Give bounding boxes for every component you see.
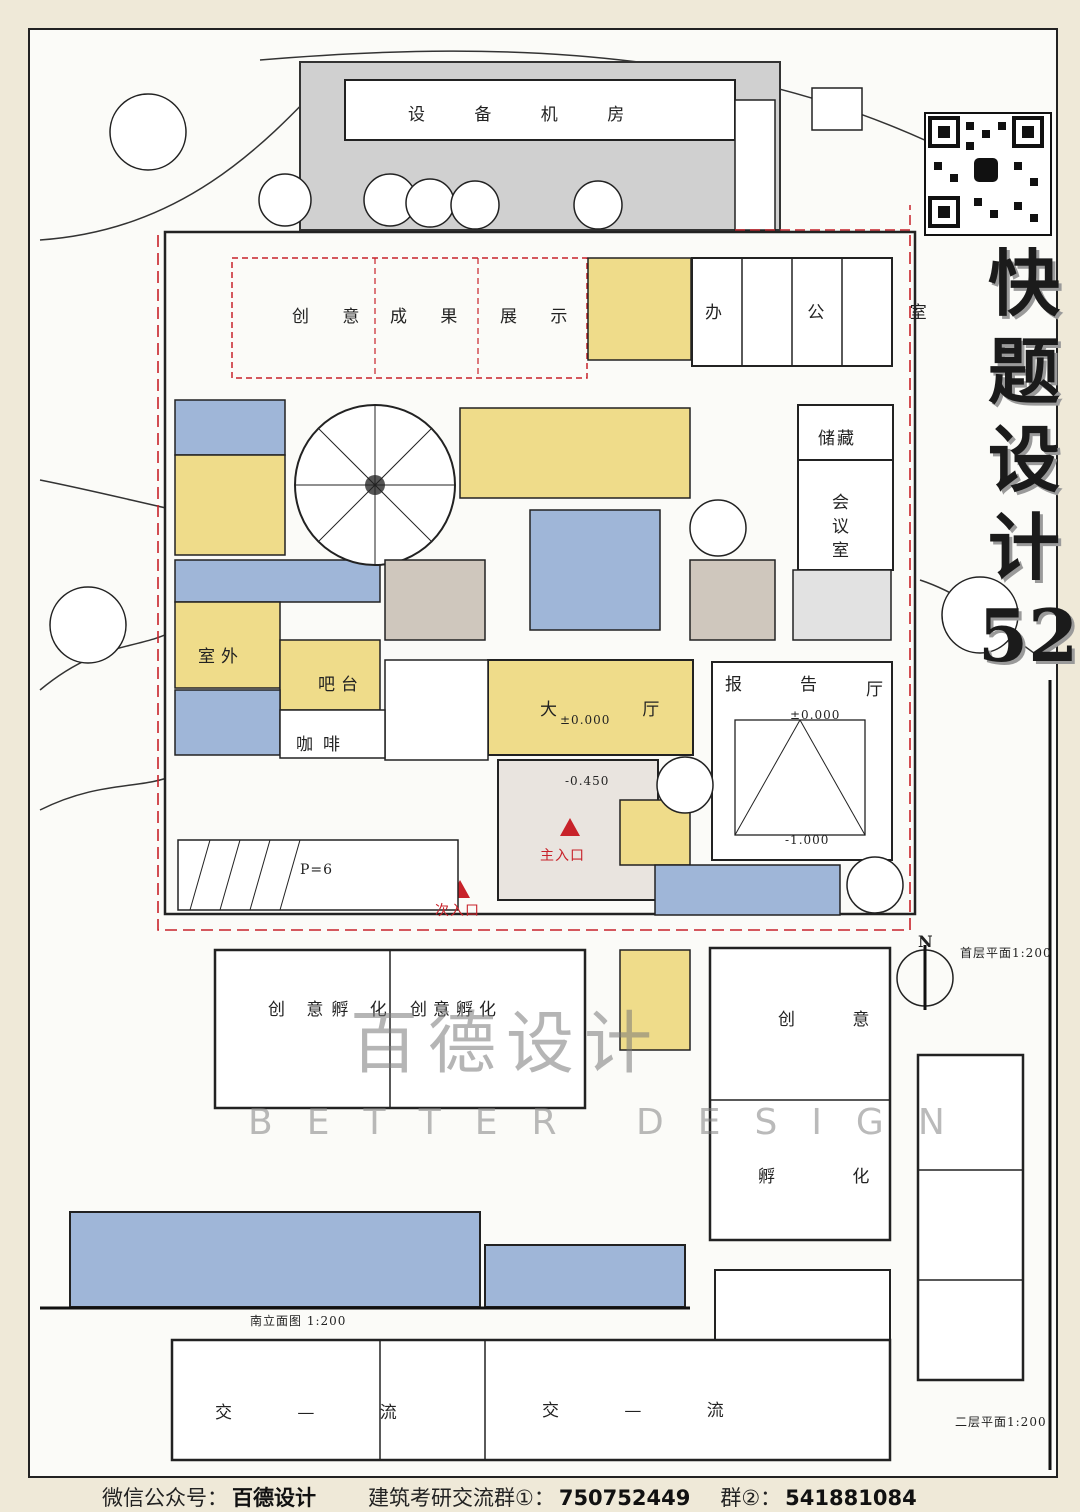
watermark-cn: 百德设计: [350, 1005, 663, 1084]
label-hall: 大 厅: [540, 700, 700, 720]
title-char-5: 52: [978, 593, 1079, 678]
north-label: N: [918, 932, 934, 951]
south-elevation-label: 南立面图 1:200: [250, 1314, 347, 1328]
level-low: -1.000: [785, 833, 830, 847]
label-report-1: 报: [725, 675, 764, 695]
parking-label: P=6: [300, 862, 334, 878]
label-meeting-2: 议: [832, 517, 871, 537]
main-entrance-label: 主入口: [540, 848, 585, 864]
level-hall: ±0.000: [560, 713, 611, 727]
label-meeting-1: 会: [832, 493, 871, 513]
title-char-2: 题: [987, 329, 1060, 414]
label-creative-2: 成 果: [390, 307, 472, 327]
second-entrance-label: 次入口: [435, 903, 480, 919]
footer-group2-number: 541881084: [785, 1486, 917, 1510]
label-cafe: 咖啡: [296, 735, 350, 755]
label-report-2: 告: [800, 675, 839, 695]
footer-group1-label: 建筑考研交流群①：: [368, 1486, 555, 1510]
footer-wechat-label: 微信公众号：: [102, 1486, 228, 1510]
watermark-en: BETTER DESIGN: [248, 1102, 979, 1143]
level-entry: -0.450: [565, 774, 610, 788]
level-report: ±0.000: [790, 708, 841, 722]
label-creative-1: 创 意: [292, 307, 374, 327]
label-creative-right: 创 意: [778, 1010, 896, 1030]
label-incubation-right: 孵 化: [758, 1167, 906, 1187]
qr-code: [924, 112, 1052, 236]
label-incubation-left: 创 意孵 化: [268, 1000, 395, 1020]
label-outdoor: 室外: [198, 647, 244, 667]
label-incubation-mid: 创意孵化: [410, 1000, 502, 1020]
footer-group1-number: 750752449: [558, 1486, 691, 1510]
title-char-4: 计: [987, 505, 1060, 590]
title-char-1: 快: [987, 241, 1060, 326]
drawing-title: 快 题 设 计 52: [978, 240, 1079, 680]
upper-plan-label: 二层平面1:200: [955, 1415, 1047, 1429]
label-office: 办 公 室: [705, 303, 967, 323]
label-storage: 储藏: [818, 429, 856, 449]
label-creative-3: 展 示: [500, 307, 582, 327]
label-exchange-left: 交 — 流: [215, 1403, 427, 1423]
footer-bar: 微信公众号：百德设计 建筑考研交流群①：750752449 群②：541881084: [102, 1482, 1072, 1510]
label-equipment-room: 设 备 机 房: [408, 105, 647, 125]
label-exchange-right: 交 — 流: [542, 1401, 754, 1421]
title-char-3: 设: [987, 417, 1060, 502]
label-report-3: 厅: [866, 680, 905, 700]
ground-plan-label: 首层平面1:200: [960, 946, 1052, 960]
label-bar: 吧台: [318, 675, 364, 695]
footer-group2-label: 群②：: [720, 1486, 782, 1510]
label-meeting-3: 室: [832, 541, 871, 561]
footer-wechat-name: 百德设计: [232, 1486, 316, 1510]
